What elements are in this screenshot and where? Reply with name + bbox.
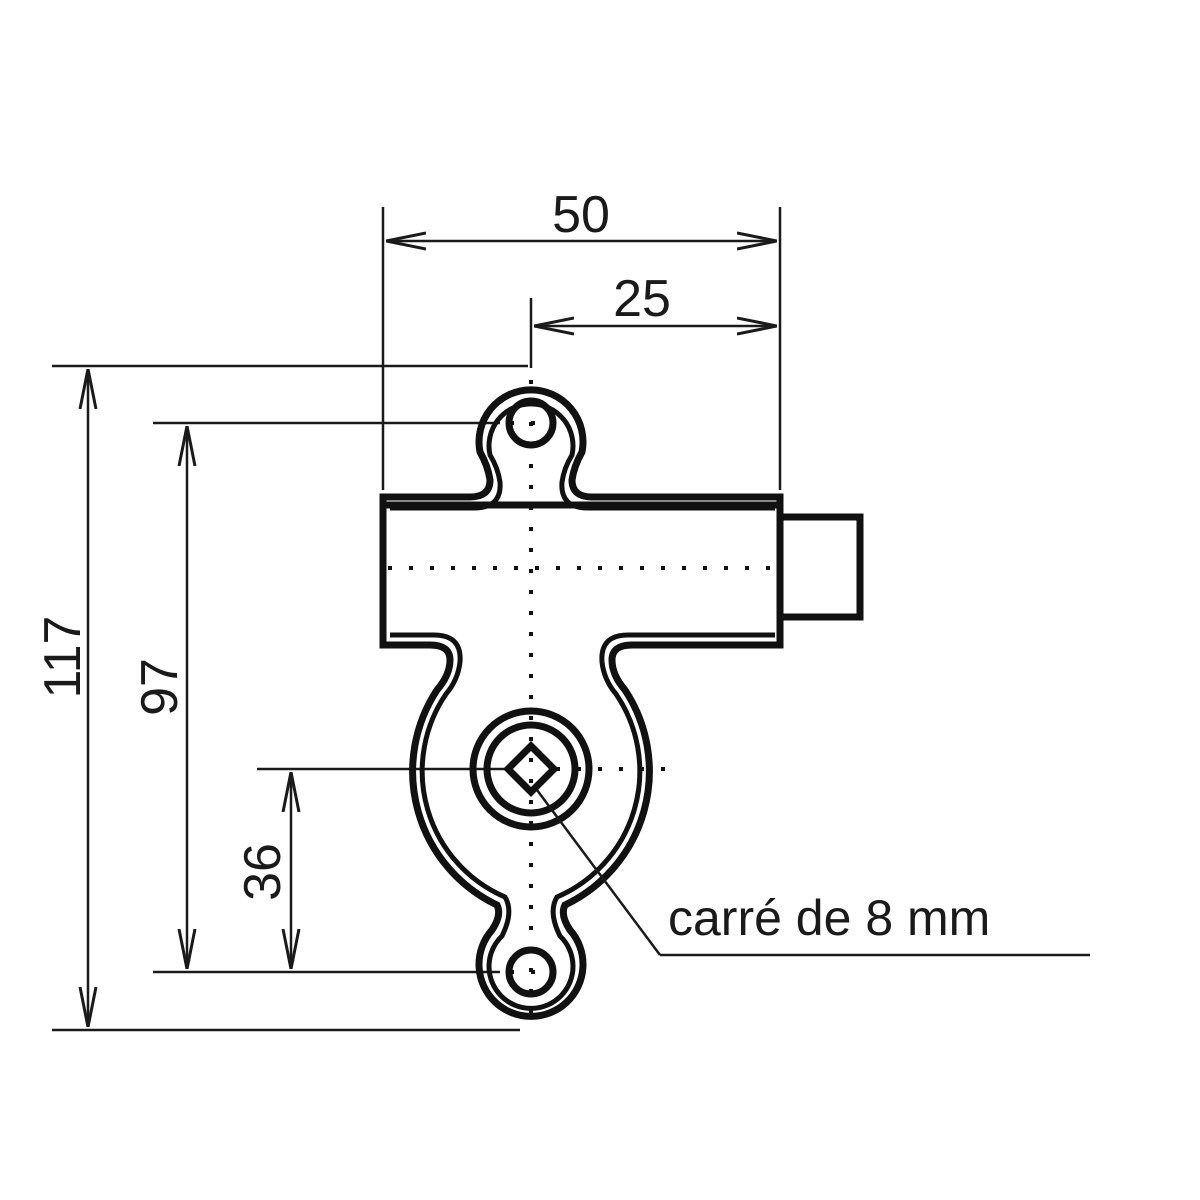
square-drive-hub (469, 707, 593, 831)
dimension-height-117: 117 (34, 364, 528, 1032)
dimension-label-117: 117 (34, 616, 92, 699)
dimension-label-50: 50 (552, 186, 610, 244)
dimension-label-97: 97 (131, 658, 189, 716)
dimension-width-25: 25 (529, 270, 777, 368)
dimension-label-36: 36 (234, 843, 292, 901)
dimension-height-97: 97 (131, 421, 500, 974)
callout-square-8mm: carré de 8 mm (535, 789, 1090, 957)
dimension-label-25: 25 (613, 270, 671, 328)
callout-label: carré de 8 mm (668, 890, 990, 946)
dimension-height-36: 36 (234, 767, 505, 969)
part-outline (379, 386, 784, 1020)
center-lines (388, 380, 778, 1020)
square-8mm-icon (503, 741, 559, 797)
dimension-width-50: 50 (381, 186, 782, 490)
bolt-pin (776, 513, 864, 621)
